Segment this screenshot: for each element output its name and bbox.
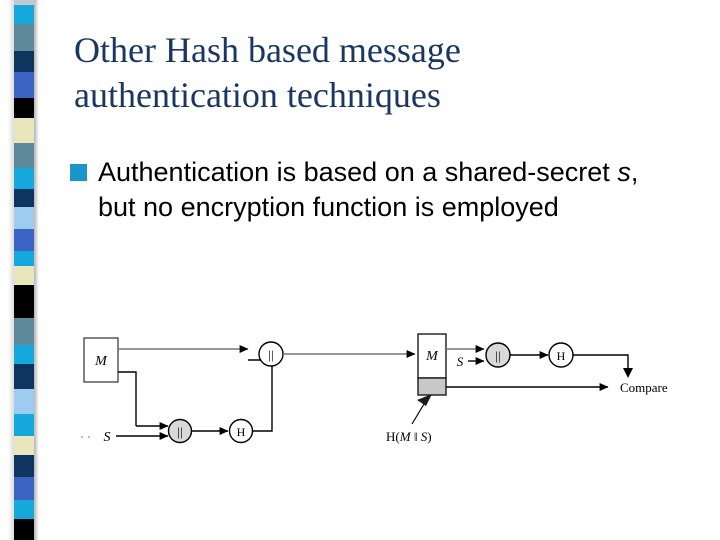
sidebar-swatch <box>14 229 34 251</box>
receiver-hash-to-compare-arrowhead <box>623 368 633 378</box>
mac-annotation-suffix: ) <box>427 429 431 444</box>
receiver-message-box-label: M <box>425 349 439 364</box>
sender-hash-label: H <box>237 425 246 439</box>
sidebar-swatch <box>14 0 34 6</box>
sidebar-swatch <box>14 436 34 455</box>
receiver-hash-to-compare-line <box>573 354 629 368</box>
sidebar-swatch <box>14 117 34 144</box>
square-bullet-icon <box>70 164 87 181</box>
receiver-hash-label: H <box>557 349 566 363</box>
decorative-color-strip <box>14 0 34 540</box>
receiver-secret-label: S <box>457 354 464 369</box>
compare-label: Compare <box>620 380 668 395</box>
sidebar-swatch <box>14 500 34 519</box>
sidebar-swatch <box>14 143 34 169</box>
mac-annotation-label: H(M ‖ S) <box>386 429 432 444</box>
sidebar-swatch <box>14 389 34 415</box>
sidebar-swatch <box>14 363 34 390</box>
sidebar-left-shadow <box>8 0 14 540</box>
mac-annotation-s: S <box>421 429 428 444</box>
page-title: Other Hash based message authentication … <box>74 28 654 118</box>
sidebar-swatch <box>14 250 34 267</box>
artifact-dot-1 <box>80 435 84 439</box>
sidebar-swatch <box>14 266 34 285</box>
receiver-message-box <box>417 333 447 379</box>
sender-concat-upper-label: || <box>268 347 273 362</box>
sidebar-swatch <box>14 207 34 230</box>
artifact-dot-2 <box>87 435 91 439</box>
sidebar-swatch <box>14 72 34 98</box>
receiver-concat-label: || <box>495 348 500 363</box>
sidebar-swatch <box>14 345 34 364</box>
sender-message-box-label: M <box>94 354 108 369</box>
page-title-line-1: Other Hash based message <box>74 30 461 70</box>
sender-concat-lower-label: || <box>177 424 182 439</box>
bullet-text-part-2: , but no encryption function is employed <box>98 157 639 222</box>
bullet-text-part-1: Authentication is based on a shared-secr… <box>98 157 618 187</box>
sender-hash-to-concat-upper-line <box>252 360 273 432</box>
receiver-mac-segment <box>417 377 447 396</box>
sender-message-box <box>83 337 119 383</box>
mac-annotation-sep: ‖ <box>411 429 421 444</box>
sidebar-swatch <box>14 188 34 208</box>
mac-annotation-prefix: H( <box>386 429 400 444</box>
sidebar-swatch <box>14 318 34 346</box>
sidebar-swatch <box>14 168 34 189</box>
sender-secret-label: S <box>104 430 111 445</box>
annotation-pointer-arrowhead <box>417 394 432 406</box>
sender-m-to-concat-lower-line <box>118 371 137 426</box>
sidebar-swatch <box>14 5 34 24</box>
annotation-pointer-line <box>411 403 425 425</box>
sidebar-swatch <box>14 476 34 501</box>
sender-concat-lower-node <box>167 418 193 444</box>
mac-annotation-m: M <box>399 429 412 444</box>
sidebar-swatch <box>14 518 34 540</box>
sidebar-right-shadow <box>34 0 39 540</box>
sidebar-swatch <box>14 97 34 118</box>
bullet-text-italic-token: s <box>617 157 631 187</box>
sidebar-swatch <box>14 414 34 437</box>
page-title-line-2: authentication techniques <box>74 75 441 115</box>
hash-mac-block-diagram: M S || H || <box>60 320 680 470</box>
sidebar-swatch <box>14 454 34 477</box>
bullet-item-label: Authentication is based on a shared-secr… <box>98 155 643 225</box>
sidebar-swatch <box>14 284 34 319</box>
sidebar-swatch <box>14 50 34 73</box>
bullet-list-item: Authentication is based on a shared-secr… <box>70 155 660 225</box>
sidebar-swatch <box>14 23 34 51</box>
